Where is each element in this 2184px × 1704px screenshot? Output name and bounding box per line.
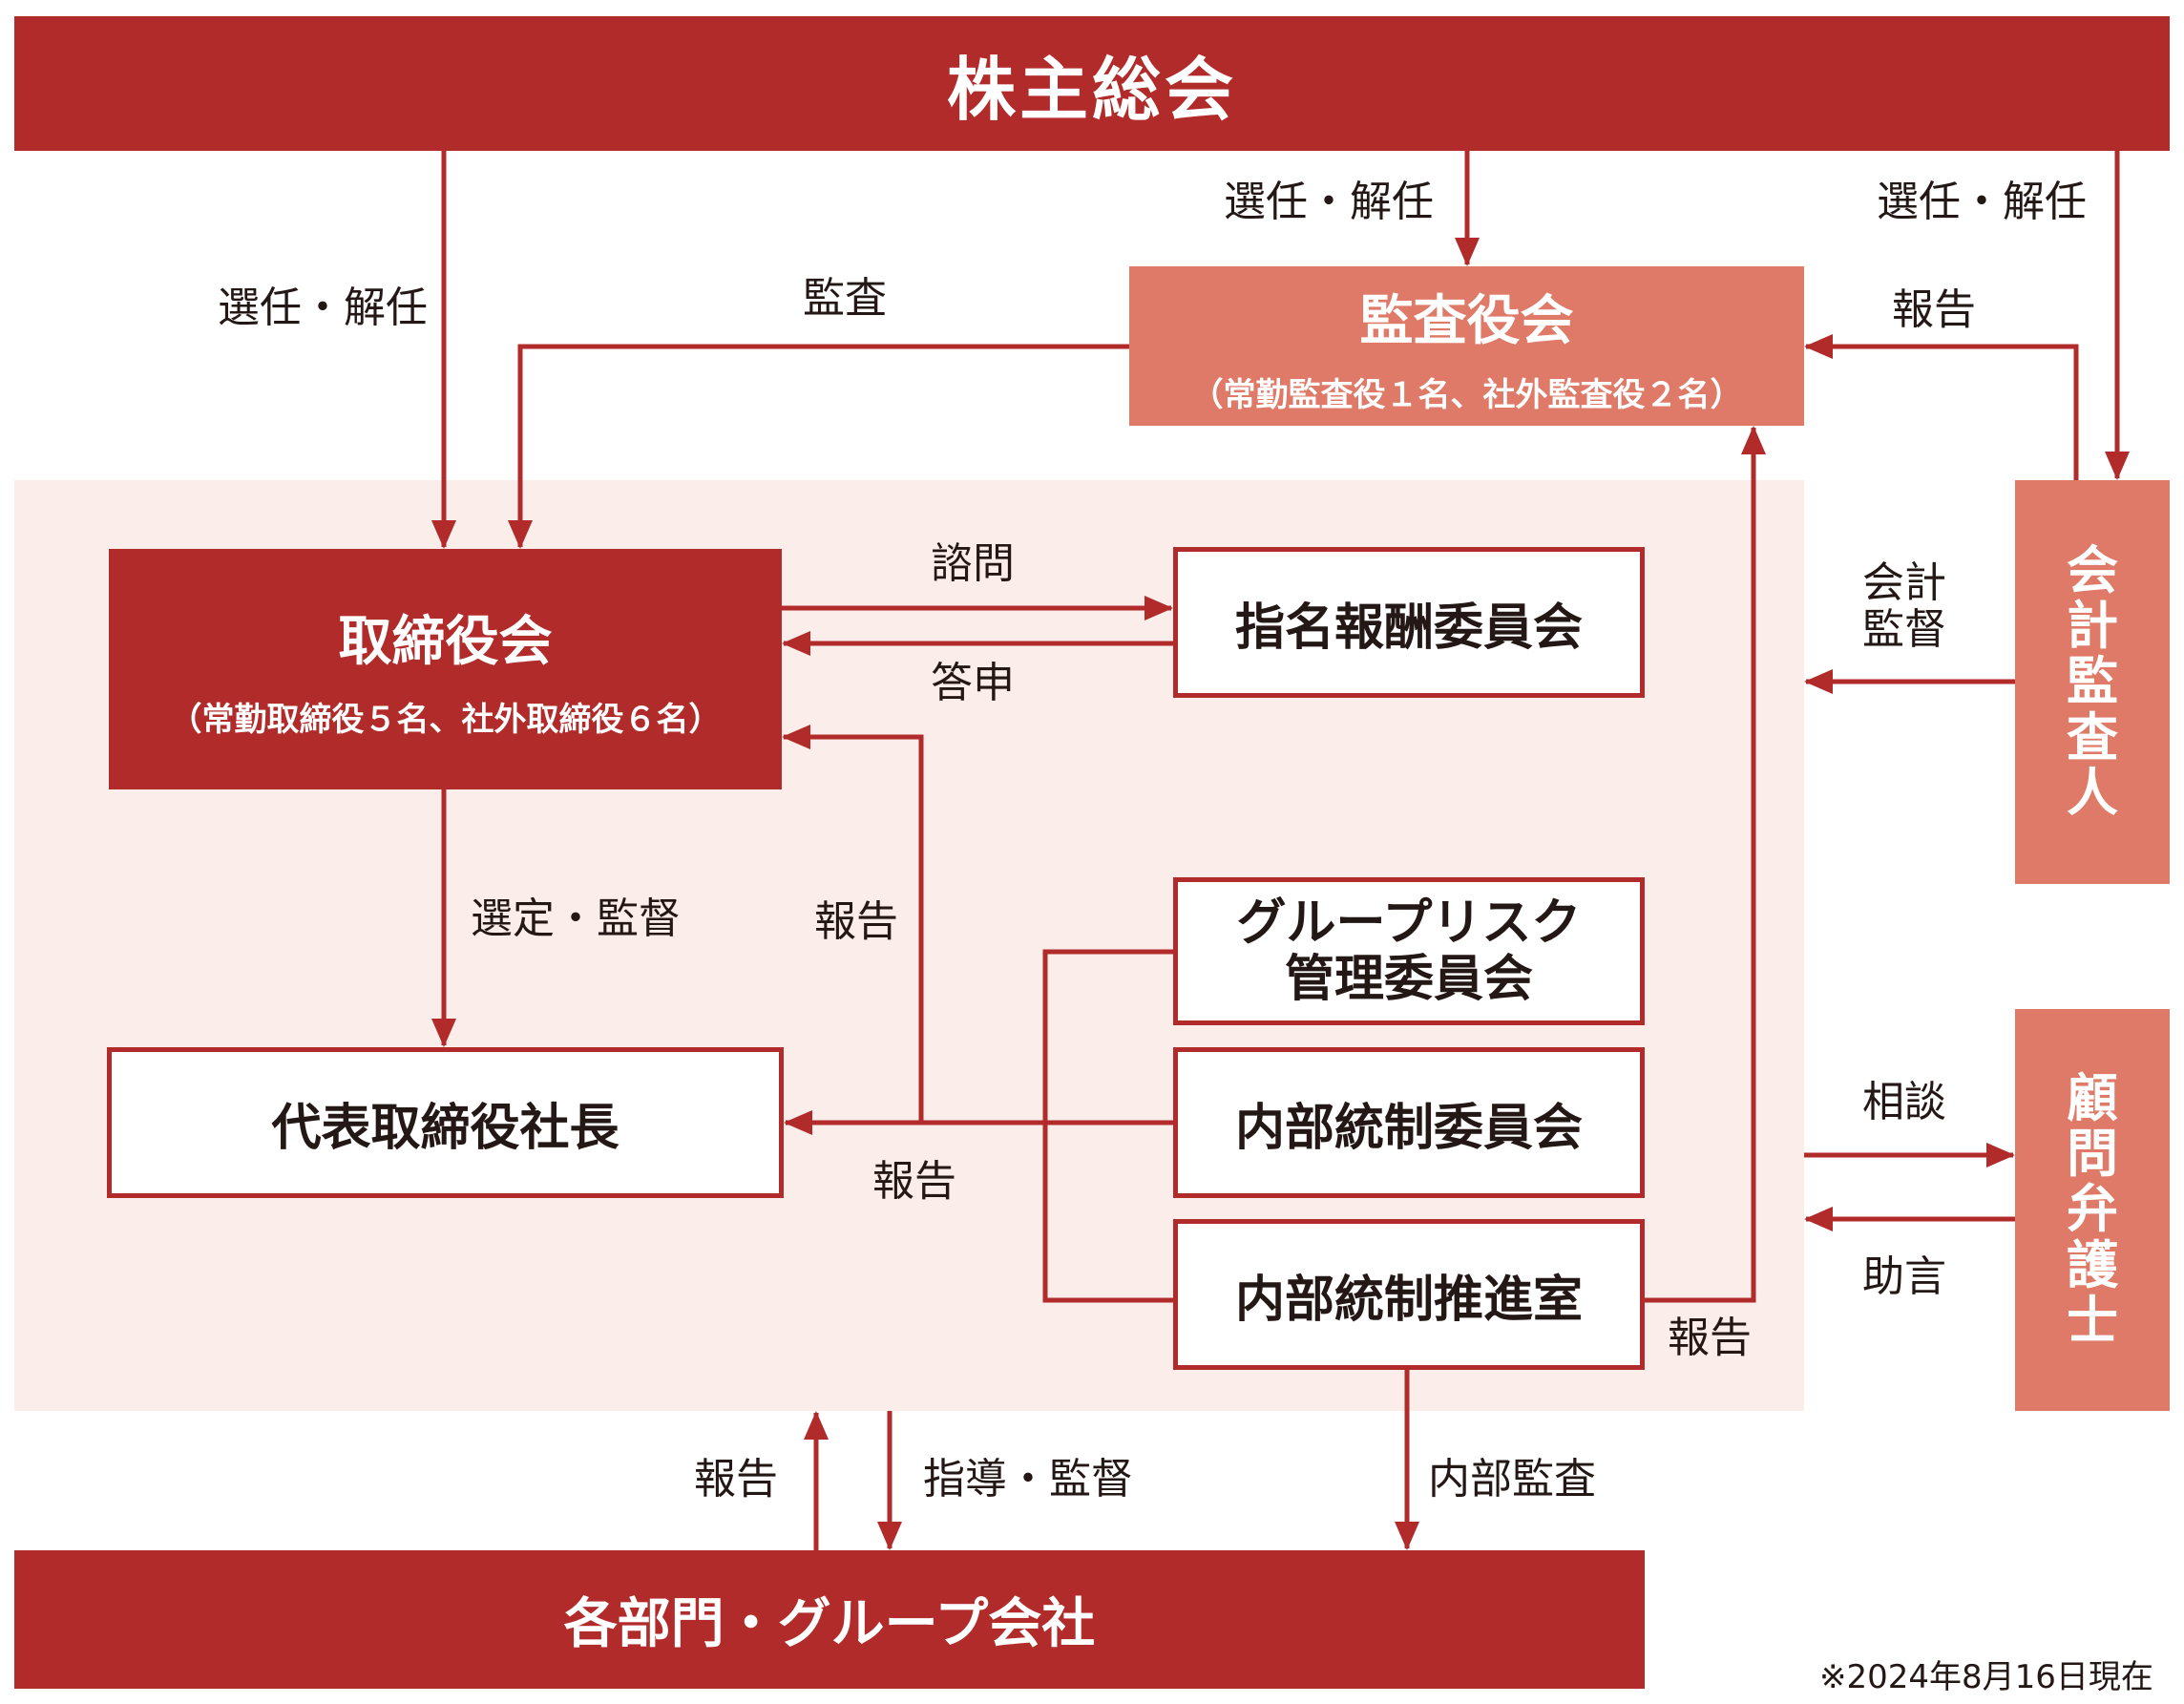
label-elect-center: 選任・解任	[1224, 178, 1434, 226]
arrow-report-office	[1645, 426, 1766, 1303]
accounting-auditor-char: 査	[2067, 706, 2118, 768]
accounting-auditor-char: 監	[2067, 651, 2118, 712]
risk-committee-box: グループリスク 管理委員会	[1173, 877, 1645, 1025]
label-report-auditor: 報告	[1892, 285, 1976, 334]
legal-advisor-char: 弁	[2067, 1179, 2118, 1240]
audit-board-box: 監査役会 （常勤監査役１名、社外監査役２名）	[1129, 266, 1804, 426]
label-guidance: 指導・監督	[923, 1455, 1133, 1504]
label-audit: 監査	[803, 274, 887, 323]
label-consultation: 相談	[1862, 1078, 1946, 1126]
label-answer: 答申	[931, 659, 1015, 707]
label-accounting-line1: 会計	[1862, 558, 1946, 607]
accounting-auditor-label: 会計監査人	[2067, 539, 2118, 823]
departments-group-companies-label: 各部門・グループ会社	[563, 1593, 1096, 1655]
label-report-dept: 報告	[694, 1455, 778, 1504]
internal-control-office-label: 内部統制推進室	[1234, 1271, 1583, 1329]
arrow-report-auditor	[1804, 334, 2079, 480]
accounting-auditor-char: 計	[2067, 596, 2118, 657]
internal-control-committee-box: 内部統制委員会	[1173, 1047, 1645, 1198]
committee-bracket	[1042, 949, 1173, 1303]
label-accounting-audit: 会計 監督	[1862, 559, 1946, 654]
legal-advisor-label: 顧問弁護士	[2067, 1067, 2118, 1351]
label-report-president: 報告	[872, 1157, 956, 1206]
arrow-audit	[508, 344, 1129, 549]
risk-committee-label-line2: 管理委員会	[1284, 950, 1533, 1008]
audit-board-title: 監査役会	[1359, 289, 1574, 352]
label-report-office: 報告	[1668, 1314, 1752, 1362]
risk-committee-label-line1: グループリスク	[1236, 894, 1582, 953]
label-report-board: 報告	[814, 897, 898, 946]
legal-advisor-char: 顧	[2067, 1067, 2118, 1128]
board-of-directors-subtitle: （常勤取締役５名、社外取締役６名）	[169, 701, 722, 739]
legal-advisor-box: 顧問弁護士	[2015, 1009, 2170, 1411]
departments-group-companies-box: 各部門・グループ会社	[14, 1550, 1645, 1689]
label-accounting-line2: 監督	[1862, 605, 1946, 655]
legal-advisor-char: 問	[2067, 1124, 2118, 1185]
board-of-directors-title: 取締役会	[338, 611, 553, 673]
nomination-committee-label: 指名報酬委員会	[1234, 599, 1583, 657]
nomination-committee-box: 指名報酬委員会	[1173, 547, 1645, 698]
accounting-auditor-char: 会	[2067, 539, 2118, 600]
arrow-report-board	[782, 725, 924, 1123]
legal-advisor-char: 士	[2067, 1290, 2118, 1351]
label-advice: 助言	[1862, 1252, 1946, 1301]
board-of-directors-box: 取締役会 （常勤取締役５名、社外取締役６名）	[109, 549, 782, 789]
shareholders-meeting-box: 株主総会	[14, 16, 2170, 151]
president-label: 代表取締役社長	[271, 1099, 620, 1157]
accounting-auditor-box: 会計監査人	[2015, 480, 2170, 884]
label-select-supervise: 選定・監督	[471, 894, 681, 943]
internal-control-office-box: 内部統制推進室	[1173, 1219, 1645, 1370]
internal-control-committee-label: 内部統制委員会	[1234, 1099, 1583, 1157]
label-consult: 諮問	[931, 539, 1015, 588]
label-elect-left: 選任・解任	[218, 284, 428, 332]
label-internal-audit: 内部監査	[1428, 1455, 1596, 1504]
president-box: 代表取締役社長	[107, 1047, 784, 1198]
legal-advisor-char: 護	[2067, 1234, 2118, 1295]
audit-board-subtitle: （常勤監査役１名、社外監査役２名）	[1190, 375, 1743, 414]
shareholders-meeting-label: 株主総会	[946, 50, 1237, 130]
label-elect-right: 選任・解任	[1877, 178, 2087, 226]
accounting-auditor-char: 人	[2067, 762, 2118, 823]
footnote-date: ※2024年8月16日現在	[1819, 1658, 2153, 1696]
